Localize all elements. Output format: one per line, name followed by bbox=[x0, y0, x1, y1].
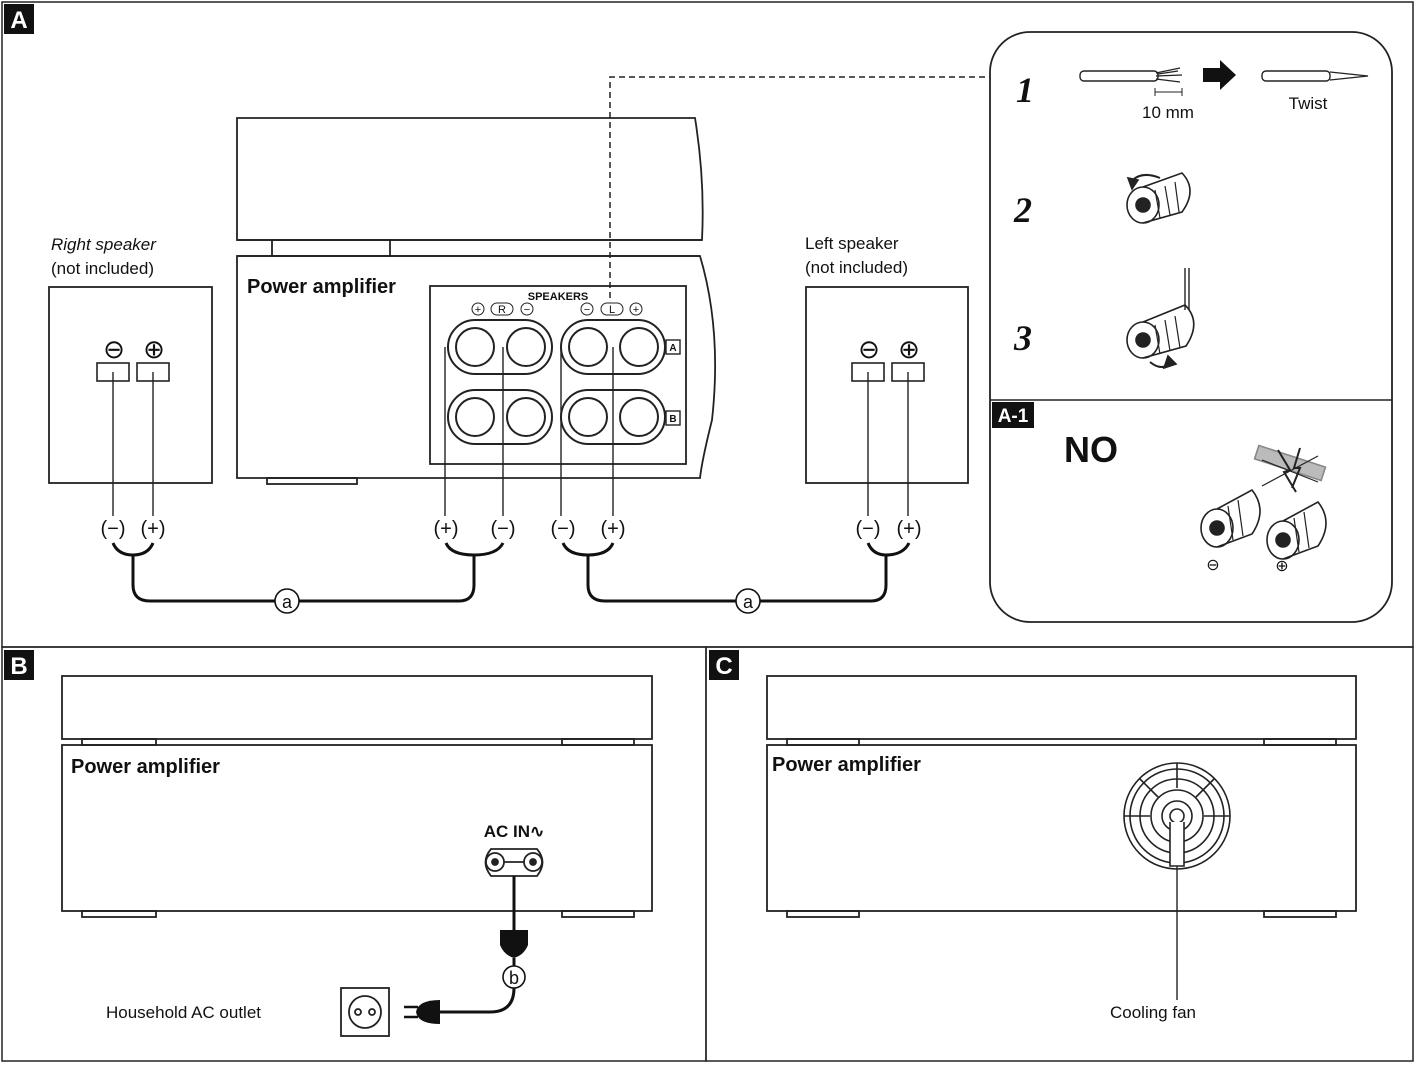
cable-a-label-1: a bbox=[282, 592, 293, 612]
speaker-terminal-block: SPEAKERS + R − − L + bbox=[429, 285, 687, 465]
cable-a-markers: a a bbox=[274, 588, 761, 614]
amplifier-top-view bbox=[236, 117, 704, 257]
amplifier-b bbox=[61, 675, 653, 918]
right-speaker-label-2: (not included) bbox=[51, 259, 154, 278]
negative-symbol: ⊖ bbox=[1206, 557, 1219, 574]
term-right-speaker-minus: (−) bbox=[101, 518, 126, 540]
amp-label-a: Power amplifier bbox=[247, 276, 396, 298]
twist-label: Twist bbox=[1289, 94, 1328, 113]
leader-dashed-line bbox=[609, 76, 990, 298]
binding-post-tighten-icon bbox=[1126, 268, 1195, 370]
term-amp-r-minus: (−) bbox=[491, 518, 516, 540]
power-cord: b bbox=[404, 876, 528, 1024]
term-right-speaker-plus: (+) bbox=[141, 518, 166, 540]
binding-post-loosen-icon bbox=[1126, 172, 1191, 224]
panel-c-badge bbox=[709, 650, 739, 680]
no-text: NO bbox=[1064, 429, 1118, 470]
left-speaker: Left speaker (not included) ⊖ ⊕ bbox=[805, 234, 969, 484]
row-b-label: B bbox=[669, 414, 676, 425]
panel-c-badge-text: C bbox=[715, 653, 732, 680]
left-speaker-minus: ⊖ bbox=[858, 334, 880, 364]
wall-outlet-icon bbox=[340, 987, 390, 1037]
fan-label: Cooling fan bbox=[1110, 1003, 1196, 1022]
term-left-speaker-minus: (−) bbox=[856, 518, 881, 540]
speaker-cables bbox=[111, 542, 911, 603]
ac-inlet-icon bbox=[484, 848, 544, 877]
amplifier-c bbox=[766, 675, 1357, 918]
svg-text:+: + bbox=[633, 304, 639, 316]
panel-b: B Power amplifier AC IN∿ b bbox=[4, 650, 653, 1037]
panel-a: A Power amplifier SPEAKERS + R − bbox=[4, 4, 990, 614]
term-left-speaker-plus: (+) bbox=[897, 518, 922, 540]
step-3-number: 3 bbox=[1013, 318, 1032, 358]
cooling-fan-icon bbox=[1123, 762, 1231, 870]
left-speaker-label-1: Left speaker bbox=[805, 234, 899, 253]
positive-symbol: ⊕ bbox=[1275, 558, 1288, 575]
right-speaker-plus: ⊕ bbox=[143, 334, 165, 364]
panel-c: C Power amplifier Cooling fan bbox=[709, 650, 1357, 1022]
short-circuit-icon bbox=[1200, 444, 1327, 560]
amp-label-b: Power amplifier bbox=[71, 756, 220, 778]
step-2-number: 2 bbox=[1013, 190, 1032, 230]
plug-b-label: b bbox=[509, 968, 519, 988]
outlet-label: Household AC outlet bbox=[106, 1003, 261, 1022]
svg-text:−: − bbox=[584, 304, 590, 316]
wiring-inset: 1 10 mm Twist 2 3 bbox=[989, 31, 1393, 623]
term-amp-l-minus: (−) bbox=[551, 518, 576, 540]
a1-badge-text: A-1 bbox=[998, 406, 1029, 427]
cable-a-label-2: a bbox=[743, 592, 754, 612]
right-speaker-label-1: Right speaker bbox=[51, 235, 157, 254]
channel-r-label: R bbox=[498, 304, 506, 316]
amp-label-c: Power amplifier bbox=[772, 754, 921, 776]
row-a-label: A bbox=[669, 343, 676, 354]
strip-length-label: 10 mm bbox=[1142, 103, 1194, 122]
arrow-right-icon bbox=[1203, 60, 1236, 90]
ac-in-label: AC IN∿ bbox=[484, 822, 545, 841]
svg-text:+: + bbox=[475, 304, 481, 316]
wire-strip-icon bbox=[1079, 67, 1183, 96]
right-speaker: Right speaker (not included) ⊖ ⊕ bbox=[48, 235, 213, 484]
twisted-wire-icon bbox=[1261, 70, 1369, 82]
a1-badge bbox=[992, 402, 1034, 428]
term-amp-l-plus: (+) bbox=[601, 518, 626, 540]
term-amp-r-plus: (+) bbox=[434, 518, 459, 540]
left-speaker-label-2: (not included) bbox=[805, 258, 908, 277]
channel-l-label: L bbox=[609, 304, 615, 316]
right-speaker-minus: ⊖ bbox=[103, 334, 125, 364]
svg-text:−: − bbox=[524, 304, 530, 316]
panel-a-badge-text: A bbox=[10, 7, 27, 34]
panel-b-badge bbox=[4, 650, 34, 680]
amplifier-rear-panel bbox=[236, 255, 717, 485]
panel-a-badge bbox=[4, 4, 34, 34]
speakers-title: SPEAKERS bbox=[528, 291, 589, 303]
wire-lines bbox=[112, 347, 909, 516]
panel-b-badge-text: B bbox=[10, 653, 27, 680]
left-speaker-plus: ⊕ bbox=[898, 334, 920, 364]
step-1-number: 1 bbox=[1016, 70, 1034, 110]
